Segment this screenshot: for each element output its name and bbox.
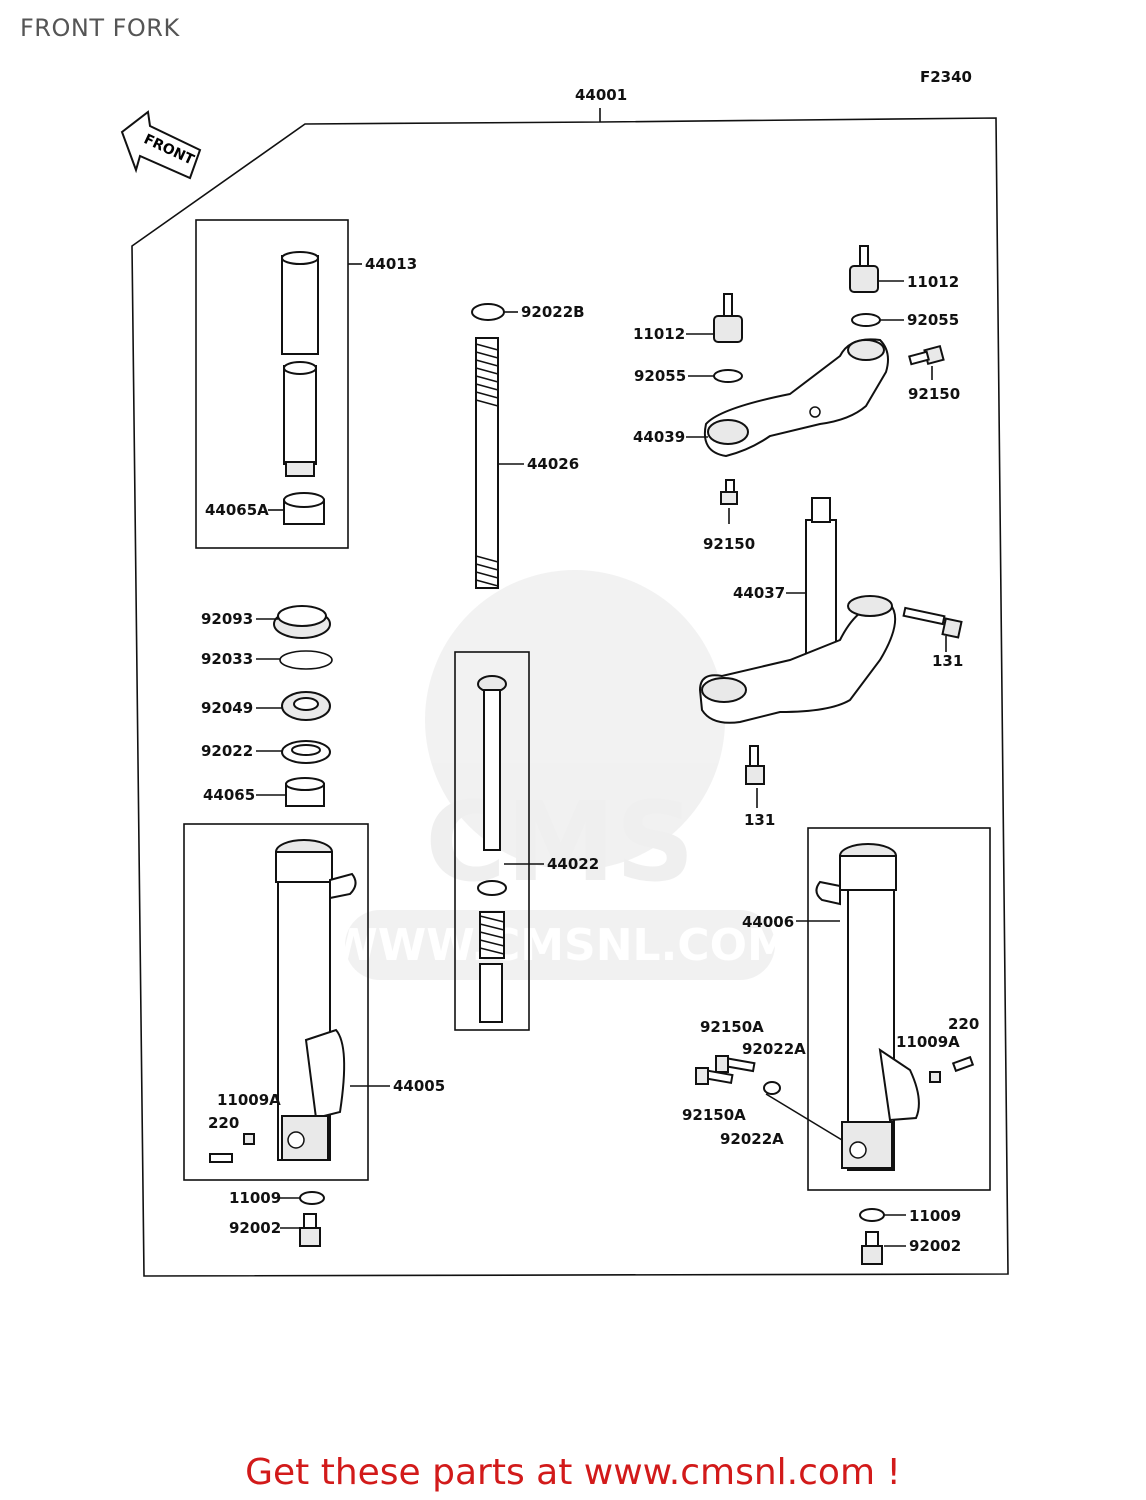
part-44022-damper-rod [477,675,507,1023]
label-44013: 44013 [365,255,417,273]
assembly-boundary [131,108,1009,1277]
label-92150A-a: 92150A [700,1018,764,1036]
label-92150-b: 92150 [703,535,755,553]
label-11012-b: 11012 [633,325,685,343]
label-11009A-right: 11009A [896,1033,960,1051]
part-92002-bolt-left [299,1213,321,1247]
label-92002-right: 92002 [909,1237,961,1255]
label-92022A-a: 92022A [742,1040,806,1058]
part-92150A-bolt-a [715,1055,756,1073]
label-92033: 92033 [201,650,253,668]
group-box-44005 [183,823,369,1181]
part-44013-tube [281,251,319,477]
label-44005: 44005 [393,1077,445,1095]
part-11009-gasket-right [859,1208,885,1222]
part-44039-upper-bracket [704,338,889,458]
part-92093-seal-cap [273,605,331,639]
part-131-bolt-b [745,745,765,785]
part-92150-bolt-a [908,344,945,366]
label-92002-left: 92002 [229,1219,281,1237]
part-92022B-washer [471,303,505,321]
watermark-url: WWW.CMSNL.COM [329,920,791,971]
label-44026: 44026 [527,455,579,473]
label-92022: 92022 [201,742,253,760]
part-11009-gasket-left [299,1191,325,1205]
part-44037-stem-bracket [698,497,897,724]
label-11009A-left: 11009A [217,1091,281,1109]
label-92049: 92049 [201,699,253,717]
label-11009-left: 11009 [229,1189,281,1207]
front-arrow-icon: FRONT [120,110,202,180]
label-11012-a: 11012 [907,273,959,291]
label-44022: 44022 [547,855,599,873]
label-44065: 44065 [203,786,255,804]
group-box-44006 [807,827,991,1191]
label-220-right: 220 [948,1015,979,1033]
part-92049-oil-seal [281,691,331,721]
footer-promo-link[interactable]: Get these parts at www.cmsnl.com ! [245,1452,901,1493]
part-92055-washer-a [851,313,881,327]
label-92150-a: 92150 [908,385,960,403]
label-44006: 44006 [742,913,794,931]
part-92150A-bolt-b [695,1067,734,1085]
part-44005-left-fork-leg [275,839,357,1161]
cms-watermark: CMS WWW.CMSNL.COM [329,570,791,980]
part-92022A-washer-a [763,1081,781,1095]
label-44037: 44037 [733,584,785,602]
label-11009-right: 11009 [909,1207,961,1225]
label-131-a: 131 [932,652,963,670]
label-220-left: 220 [208,1114,239,1132]
page-title: FRONT FORK [20,14,180,42]
label-92150A-b: 92150A [682,1106,746,1124]
part-92150-bolt-b [720,479,738,505]
group-box-44022 [454,651,530,1031]
part-92022-washer [281,740,331,764]
figure-code: F2340 [920,68,972,86]
part-92002-bolt-right [861,1231,883,1265]
part-44065-bushing [285,777,325,807]
label-92093: 92093 [201,610,253,628]
part-220-screw-left [209,1153,233,1163]
part-92055-washer-b [713,369,743,383]
part-11009A-gasket-right [929,1071,941,1083]
part-11012-bolt-a [849,245,879,293]
part-44065A-bushing [283,492,325,525]
part-92033-circlip [279,650,333,670]
label-44039: 44039 [633,428,685,446]
part-220-screw-right [951,1055,975,1073]
part-44006-right-fork-leg [815,843,920,1171]
group-box-44013 [195,219,349,549]
label-44001: 44001 [575,86,627,104]
label-92055-b: 92055 [634,367,686,385]
watermark-brand: CMS [425,778,694,906]
label-92022B: 92022B [521,303,585,321]
label-44065A: 44065A [205,501,269,519]
part-11012-bolt-b [713,293,743,343]
label-131-b: 131 [744,811,775,829]
axle-guide-line [765,1093,843,1141]
part-11009A-gasket-left [243,1133,255,1145]
watermark-banner [345,910,775,980]
part-131-bolt-a [902,606,963,639]
exploded-parts-diagram: CMS WWW.CMSNL.COM F2340 FRONT 44001 4401… [120,68,1009,1277]
part-44026-spring [475,337,499,589]
label-92022A-b: 92022A [720,1130,784,1148]
label-92055-a: 92055 [907,311,959,329]
